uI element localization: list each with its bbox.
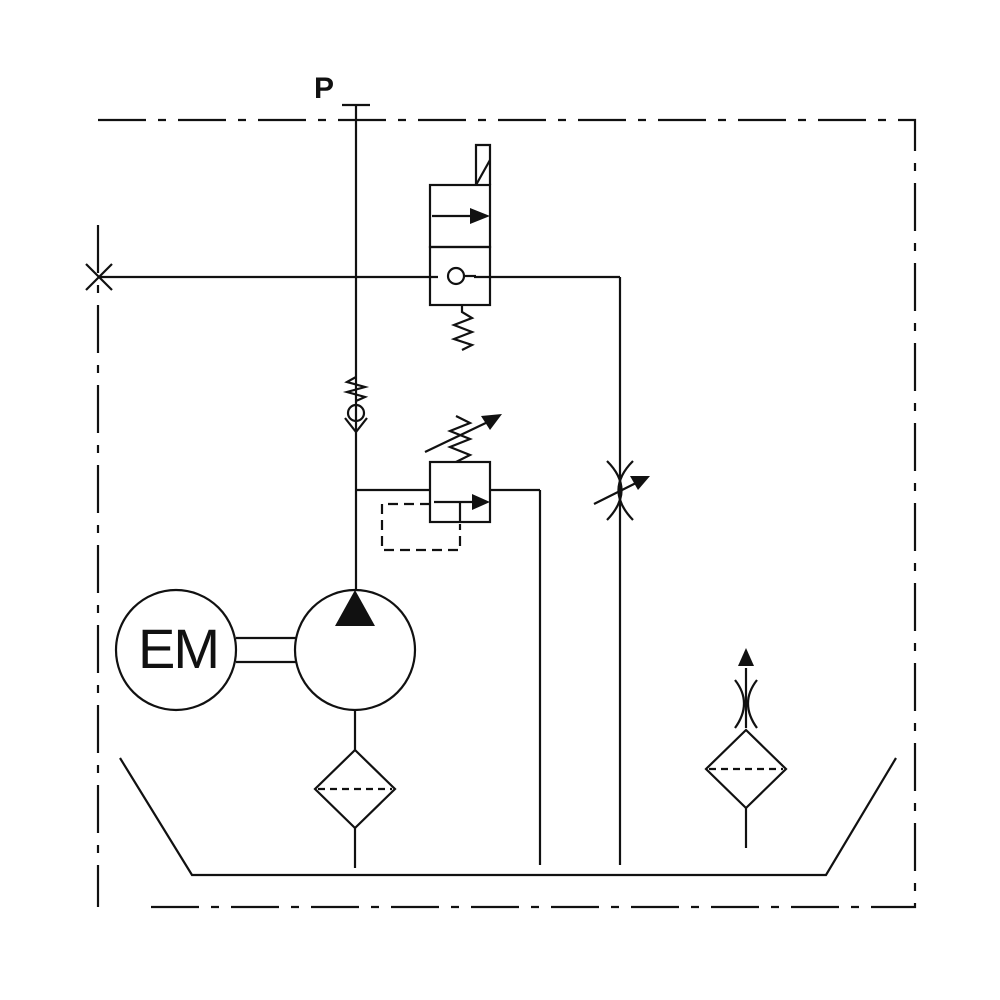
electric-motor xyxy=(114,588,296,712)
pressure-relief-valve xyxy=(356,414,542,865)
reservoir xyxy=(119,757,897,877)
hydraulic-pump xyxy=(293,588,417,750)
adjustable-throttle-valve xyxy=(593,460,650,521)
electric-motor-label: EM xyxy=(138,617,220,680)
pilot-line xyxy=(99,275,622,865)
suction-filter xyxy=(313,748,397,868)
pressure-port xyxy=(342,103,370,590)
solenoid-directional-valve xyxy=(428,143,492,351)
check-valve xyxy=(342,376,370,434)
breather-filter xyxy=(704,648,788,848)
power-unit-boundary xyxy=(96,118,917,909)
pressure-port-label: P xyxy=(314,72,335,105)
